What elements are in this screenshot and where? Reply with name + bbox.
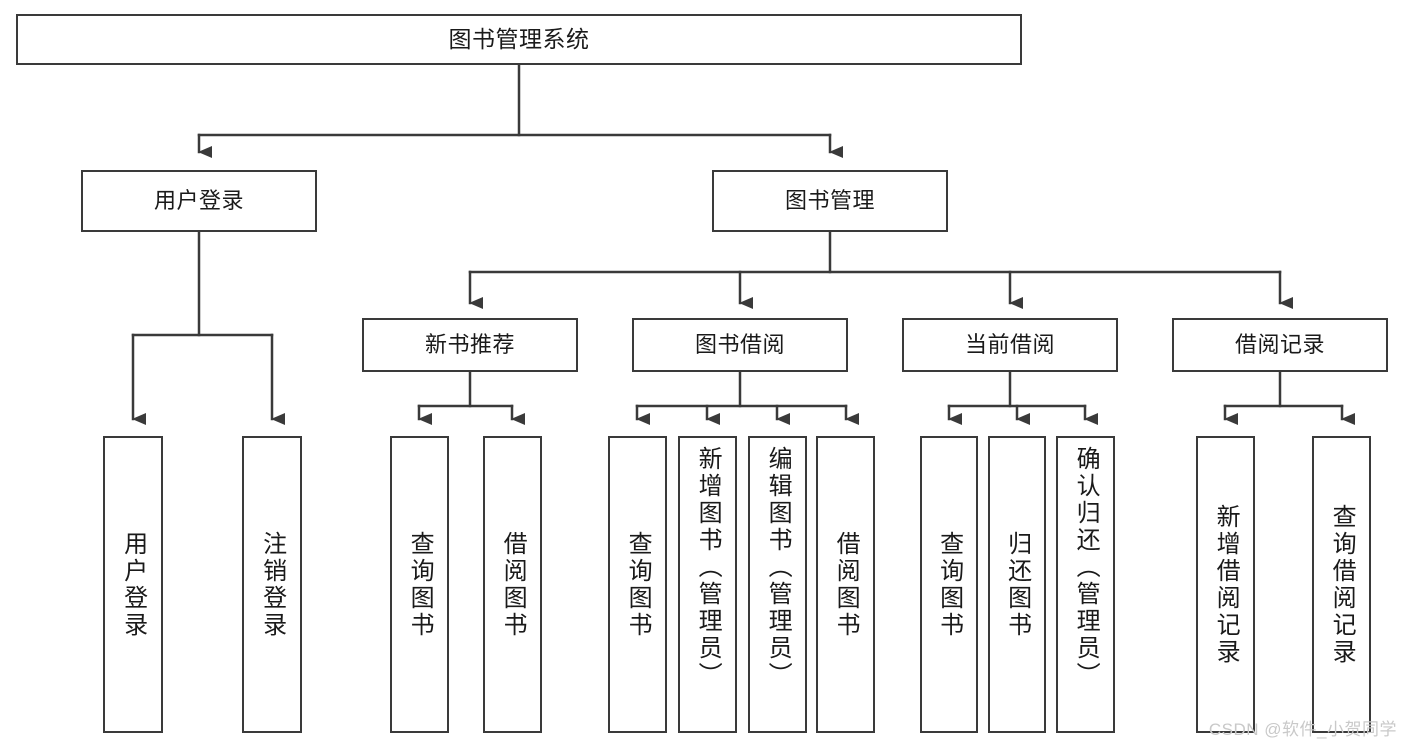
leaf-query-book-1-label: 查询图书 xyxy=(406,530,434,639)
leaf-add-book-label: 新增图书（管理员） xyxy=(694,446,722,689)
leaf-logout-login[interactable]: 注销登录 xyxy=(242,436,302,733)
leaf-add-record-label: 新增借阅记录 xyxy=(1212,503,1240,666)
node-root-label: 图书管理系统 xyxy=(448,25,590,52)
leaf-add-book[interactable]: 新增图书（管理员） xyxy=(678,436,737,733)
leaf-edit-book[interactable]: 编辑图书（管理员） xyxy=(748,436,807,733)
leaf-query-record-label: 查询借阅记录 xyxy=(1328,503,1356,666)
node-new-book-recommend[interactable]: 新书推荐 xyxy=(362,318,578,372)
node-borrow-record-label: 借阅记录 xyxy=(1234,332,1325,358)
leaf-query-book-2[interactable]: 查询图书 xyxy=(608,436,667,733)
leaf-borrow-book-1[interactable]: 借阅图书 xyxy=(483,436,542,733)
leaf-query-book-2-label: 查询图书 xyxy=(624,530,652,639)
node-user-login[interactable]: 用户登录 xyxy=(81,170,317,232)
node-current-borrow[interactable]: 当前借阅 xyxy=(902,318,1118,372)
leaf-borrow-book-2-label: 借阅图书 xyxy=(832,530,860,639)
leaf-query-book-3[interactable]: 查询图书 xyxy=(920,436,978,733)
leaf-query-book-1[interactable]: 查询图书 xyxy=(390,436,449,733)
leaf-user-login[interactable]: 用户登录 xyxy=(103,436,163,733)
leaf-confirm-return-label: 确认归还（管理员） xyxy=(1072,446,1100,689)
leaf-query-record[interactable]: 查询借阅记录 xyxy=(1312,436,1371,733)
leaf-return-book-label: 归还图书 xyxy=(1003,530,1031,639)
node-book-borrow[interactable]: 图书借阅 xyxy=(632,318,848,372)
node-borrow-record[interactable]: 借阅记录 xyxy=(1172,318,1388,372)
leaf-logout-login-label: 注销登录 xyxy=(258,530,286,639)
leaf-borrow-book-2[interactable]: 借阅图书 xyxy=(816,436,875,733)
node-current-borrow-label: 当前借阅 xyxy=(964,332,1055,358)
leaf-query-book-3-label: 查询图书 xyxy=(935,530,963,639)
leaf-borrow-book-1-label: 借阅图书 xyxy=(499,530,527,639)
node-book-borrow-label: 图书借阅 xyxy=(694,332,785,358)
leaf-confirm-return[interactable]: 确认归还（管理员） xyxy=(1056,436,1115,733)
leaf-edit-book-label: 编辑图书（管理员） xyxy=(764,446,792,689)
node-user-login-label: 用户登录 xyxy=(153,188,244,214)
node-book-manage[interactable]: 图书管理 xyxy=(712,170,948,232)
node-new-book-recommend-label: 新书推荐 xyxy=(424,332,515,358)
node-root[interactable]: 图书管理系统 xyxy=(16,14,1022,65)
leaf-user-login-label: 用户登录 xyxy=(119,530,147,639)
node-book-manage-label: 图书管理 xyxy=(784,188,875,214)
leaf-return-book[interactable]: 归还图书 xyxy=(988,436,1046,733)
leaf-add-record[interactable]: 新增借阅记录 xyxy=(1196,436,1255,733)
